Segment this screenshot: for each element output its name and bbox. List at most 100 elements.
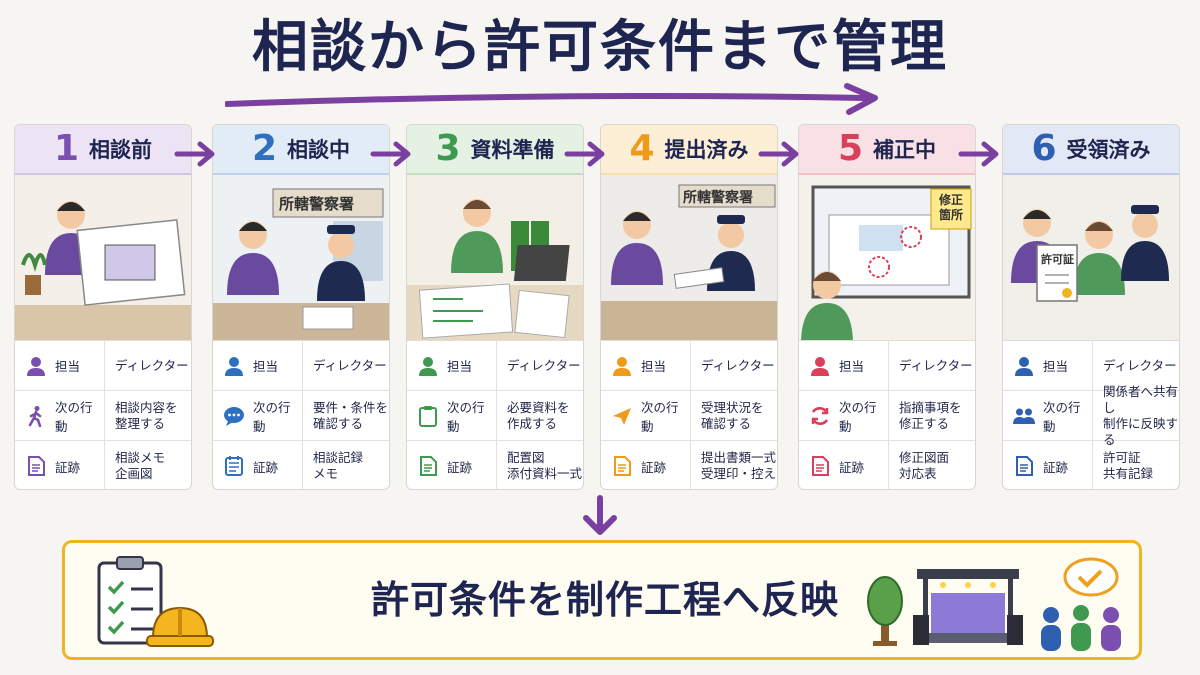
group-icon	[1013, 405, 1035, 427]
info-row: 担当 ディレクター	[799, 341, 975, 391]
step-info-table: 担当 ディレクター 次の行動 相談内容を 整理する 証跡 相談メモ 企画図	[15, 341, 191, 489]
info-key: 証跡	[447, 459, 473, 475]
flow-arrow-icon	[758, 141, 799, 167]
bottom-banner: 許可条件を制作工程へ反映	[62, 540, 1142, 660]
info-key-cell: 担当	[799, 341, 889, 390]
step-number: 3	[435, 128, 461, 169]
info-value: ディレクター	[313, 357, 387, 373]
step-card-2: 2 相談中 所轄警察署 担当 ディレクター 次の行動 要件・条件を 確認する 証…	[212, 124, 390, 490]
info-key-cell: 証跡	[1003, 441, 1093, 489]
step-header: 6 受領済み	[1003, 125, 1179, 175]
step-info-table: 担当 ディレクター 次の行動 要件・条件を 確認する 証跡 相談記録 メモ	[213, 341, 389, 489]
info-row: 担当 ディレクター	[601, 341, 777, 391]
step-header: 5 補正中	[799, 125, 975, 175]
info-key-cell: 証跡	[15, 441, 105, 489]
step-number: 4	[629, 128, 655, 169]
info-value: 相談メモ 企画図	[115, 450, 166, 481]
step-label: 相談前	[89, 138, 153, 162]
info-key-cell: 次の行動	[601, 391, 691, 440]
info-row: 証跡 修正図面 対応表	[799, 441, 975, 489]
info-row: 担当 ディレクター	[213, 341, 389, 391]
info-key-cell: 次の行動	[799, 391, 889, 440]
checklist-icon	[97, 556, 163, 645]
info-key: 証跡	[55, 459, 81, 475]
step-header: 1 相談前	[15, 125, 191, 175]
info-value: ディレクター	[115, 357, 189, 373]
info-key-cell: 担当	[601, 341, 691, 390]
info-row: 担当 ディレクター	[15, 341, 191, 391]
info-value: 指摘事項を 修正する	[899, 399, 962, 431]
info-key: 証跡	[839, 459, 865, 475]
info-key-cell: 担当	[1003, 341, 1093, 390]
flow-arrow-icon	[958, 141, 999, 167]
info-row: 次の行動 必要資料を 作成する	[407, 391, 583, 441]
info-key: 担当	[55, 359, 81, 374]
info-key: 担当	[1043, 359, 1069, 374]
page-title: 相談から許可条件まで管理	[252, 15, 948, 80]
info-key-cell: 担当	[213, 341, 303, 390]
step-info-table: 担当 ディレクター 次の行動 指摘事項を 修正する 証跡 修正図面 対応表	[799, 341, 975, 489]
info-key: 次の行動	[641, 399, 679, 434]
step-info-table: 担当 ディレクター 次の行動 受理状況を 確認する 証跡 提出書類一式 受理印・…	[601, 341, 777, 489]
step-card-5: 5 補正中 修正 箇所 担当 ディレクター 次の行動 指摘事項を 修正する 証跡…	[798, 124, 976, 490]
step-card-6: 6 受領済み 許可証 担当 ディレクター 次の行動 関係者へ共有し 制作に反映す…	[1002, 124, 1180, 490]
step-number: 5	[837, 128, 864, 169]
person-icon	[417, 355, 439, 377]
step-label: 提出済み	[664, 138, 749, 162]
info-key: 次の行動	[839, 399, 877, 434]
step-illustration: 所轄警察署	[213, 175, 389, 341]
down-arrow-icon	[583, 495, 617, 535]
info-row: 証跡 許可証 共有記録	[1003, 441, 1179, 489]
info-key: 証跡	[641, 459, 667, 475]
flow-arrow-icon	[564, 141, 605, 167]
info-key-cell: 担当	[15, 341, 105, 390]
flow-arrow-icon	[174, 141, 215, 167]
info-value: 許可証 共有記録	[1103, 450, 1154, 481]
person-icon	[223, 355, 245, 377]
info-value: 必要資料を 作成する	[507, 399, 570, 431]
info-value: 修正図面 対応表	[899, 450, 950, 481]
refresh-icon	[809, 405, 831, 427]
info-row: 証跡 相談記録 メモ	[213, 441, 389, 489]
step-label: 受領済み	[1066, 138, 1151, 162]
info-value: 配置図 添付資料一式	[507, 450, 583, 481]
clipboard-icon	[417, 405, 439, 427]
person-icon	[1013, 355, 1035, 377]
hardhat-icon	[146, 606, 214, 647]
step-header: 2 相談中	[213, 125, 389, 175]
stage-icon	[913, 569, 1023, 645]
flow-arrow-icon	[370, 141, 411, 167]
info-key: 証跡	[1043, 459, 1069, 475]
step-number: 6	[1031, 128, 1057, 169]
info-key-cell: 担当	[407, 341, 497, 390]
permit-doc-label: 許可証	[1041, 253, 1074, 266]
info-key-cell: 次の行動	[407, 391, 497, 440]
info-value: 相談記録 メモ	[313, 450, 364, 481]
tree-icon	[867, 576, 903, 646]
step-illustration	[407, 175, 583, 341]
info-key: 次の行動	[55, 399, 93, 434]
document-icon	[809, 455, 831, 477]
info-key-cell: 証跡	[799, 441, 889, 489]
info-value: 要件・条件を 確認する	[313, 399, 389, 431]
info-row: 次の行動 要件・条件を 確認する	[213, 391, 389, 441]
step-header: 3 資料準備	[407, 125, 583, 175]
correction-note: 修正 箇所	[938, 193, 963, 222]
info-key-cell: 次の行動	[15, 391, 105, 440]
title-arrow-icon	[225, 83, 878, 115]
step-card-3: 3 資料準備 担当 ディレクター 次の行動 必要資料を 作成する 証跡 配置図 …	[406, 124, 584, 490]
info-value: 受理状況を 確認する	[701, 399, 764, 431]
info-row: 証跡 提出書類一式 受理印・控え	[601, 441, 777, 489]
info-row: 証跡 配置図 添付資料一式	[407, 441, 583, 489]
info-key: 次の行動	[1043, 399, 1081, 434]
document-icon	[25, 455, 47, 477]
info-key: 次の行動	[447, 399, 485, 434]
step-number: 2	[251, 128, 278, 169]
info-value: ディレクター	[1103, 357, 1177, 373]
info-row: 次の行動 受理状況を 確認する	[601, 391, 777, 441]
info-key-cell: 証跡	[601, 441, 691, 489]
chat-icon	[223, 405, 245, 427]
document-icon	[1013, 455, 1035, 477]
info-key: 担当	[447, 359, 473, 374]
crowd-check-icon	[1041, 557, 1121, 651]
